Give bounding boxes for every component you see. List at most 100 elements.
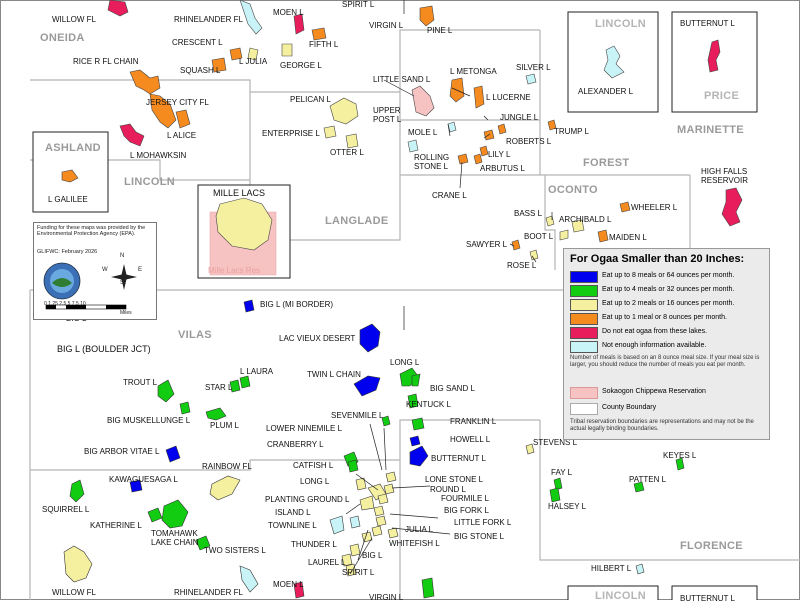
swatch-reservation <box>570 387 598 399</box>
lake-label: UPPER POST L <box>373 106 402 124</box>
lake-label: TWIN L CHAIN <box>307 370 361 379</box>
lake-rhinelander-bottom <box>239 565 259 593</box>
lake-long-lower <box>355 477 367 491</box>
legend-title: For Ogaa Smaller than 20 Inches: <box>570 253 745 265</box>
lake-round <box>383 483 395 495</box>
lake-label: KAWAGUESAGA L <box>109 475 178 484</box>
lake-label: LITTLE SAND L <box>373 75 431 84</box>
lake-label: ROBERTS L <box>506 137 552 146</box>
upper-lakes <box>107 0 743 261</box>
lake-label: STAR L <box>205 383 233 392</box>
scale-unit: Miles <box>120 310 132 316</box>
lake-fay <box>553 477 563 491</box>
lake-label: SPIRIT L <box>342 0 375 9</box>
lake-label: PELICAN L <box>290 95 331 104</box>
lake-patten <box>633 481 645 493</box>
lake-label: HALSEY L <box>548 502 587 511</box>
county-oconto: OCONTO <box>548 184 598 196</box>
lake-wheeler <box>619 201 631 213</box>
lake-big-fork <box>373 505 385 517</box>
lake-howell <box>409 435 421 447</box>
lake-virgin-bottom <box>421 577 435 599</box>
lake-label: CRANBERRY L <box>267 440 324 449</box>
lake-catfish <box>347 459 359 473</box>
lake-moen-bottom <box>293 581 305 599</box>
lake-label: FIFTH L <box>309 40 339 49</box>
lake-jungle <box>497 123 507 135</box>
lake-willow-fl-bottom <box>63 545 93 583</box>
lake-label: BIG ARBOR VITAE L <box>84 447 160 456</box>
lake-fifth <box>311 27 327 41</box>
lake-squash <box>211 57 227 73</box>
lake-label: LONG L <box>300 477 330 486</box>
swatch-cyan <box>570 341 598 353</box>
lake-kawaguesaga <box>129 479 143 493</box>
lake-label: ENTERPRISE L <box>262 129 320 138</box>
lake-label: GEORGE L <box>280 61 322 70</box>
lake-big-mi-border <box>243 299 255 313</box>
lake-sevenmile <box>381 415 391 427</box>
lake-label: FAY L <box>551 468 573 477</box>
lake-label: FOURMILE L <box>441 494 490 503</box>
lake-silver <box>525 73 537 85</box>
compass-e: E <box>138 267 143 273</box>
lake-rose <box>529 249 539 261</box>
lake-label: L MOHAWKSIN <box>130 151 187 160</box>
lake-lac-vieux-desert <box>359 323 381 353</box>
lake-label: ARBUTUS L <box>480 164 525 173</box>
lake-label: L LAURA <box>240 367 274 376</box>
lake-label: L METONGA <box>450 67 497 76</box>
lake-label: SEVENMILE L <box>331 411 384 420</box>
lake-label: VIRGIN L <box>369 21 404 30</box>
lake-big-l-lower <box>349 543 361 557</box>
lake-mole <box>447 121 457 133</box>
mille-lacs-res-label: Mille Lacs Res <box>208 266 261 275</box>
lake-label: MAIDEN L <box>609 233 647 242</box>
lake-jersey-city <box>149 93 177 129</box>
lake-label: LILY L <box>488 150 511 159</box>
lake-label: PLUM L <box>210 421 239 430</box>
lake-rhinelander-fl-top <box>239 0 263 35</box>
lake-label: SAWYER L <box>466 240 508 249</box>
funding-box: Funding for these maps was provided by t… <box>33 222 157 320</box>
lake-label: ALEXANDER L <box>578 87 634 96</box>
lake-label: CRANE L <box>432 191 467 200</box>
logo-and-compass <box>43 262 137 310</box>
lake-archibald <box>571 219 585 233</box>
lake-hilbert <box>635 563 645 575</box>
swatch-blue <box>570 271 598 283</box>
lake-sawyer <box>511 239 521 251</box>
lake-label: TROUT L <box>123 378 158 387</box>
lake-label: JULIA L <box>405 525 434 534</box>
lake-two-sisters <box>195 535 211 551</box>
lake-label: ISLAND L <box>275 508 311 517</box>
inset-ashland-title: ASHLAND <box>45 142 101 154</box>
lake-label: PATTEN L <box>629 475 667 484</box>
lake-label: MOEN L <box>273 8 304 17</box>
inset-price-title: PRICE <box>704 90 740 102</box>
lake-squirrel <box>69 479 85 503</box>
lake-mohawksin <box>119 123 145 147</box>
lake-alexander <box>603 45 625 79</box>
lake-label: LAC VIEUX DESERT <box>279 334 356 343</box>
lake-label: SQUASH L <box>180 66 221 75</box>
lake-butternut-price <box>707 39 721 73</box>
lake-julia-lower <box>371 525 383 537</box>
swatch-red <box>570 327 598 339</box>
lake-label: BOOT L <box>524 232 554 241</box>
lake-label: HOWELL L <box>450 435 491 444</box>
compass-rose <box>111 264 137 290</box>
lake-label: CRESCENT L <box>172 38 223 47</box>
lake-little-fork <box>375 515 387 527</box>
lake-label: CATFISH L <box>293 461 334 470</box>
lake-label: PLANTING GROUND L <box>265 495 350 504</box>
lake-pine <box>419 5 435 27</box>
lake-george <box>281 43 293 57</box>
lake-label: STEVENS L <box>533 438 578 447</box>
lake-label: BIG FORK L <box>444 506 489 515</box>
swatch-county <box>570 403 598 415</box>
lake-label: TRUMP L <box>554 127 589 136</box>
inset-lincoln-bottom-title: LINCOLN <box>595 590 646 602</box>
lake-label: HIGH FALLS RESERVOIR <box>701 167 748 185</box>
lake-label: RHINELANDER FL <box>174 588 243 597</box>
